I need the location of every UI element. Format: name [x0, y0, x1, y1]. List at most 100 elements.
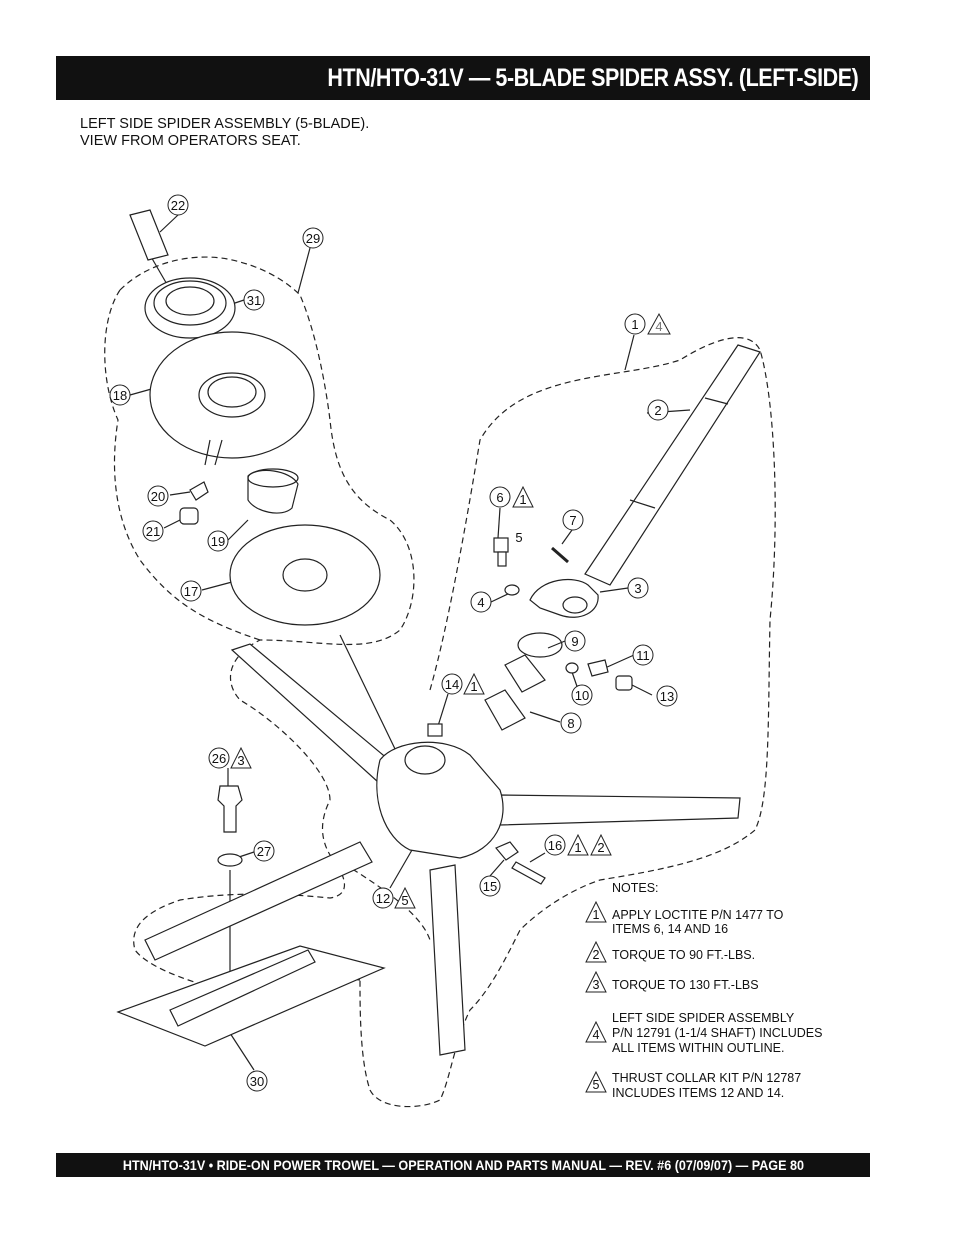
- svg-text:4: 4: [655, 319, 662, 334]
- svg-text:31: 31: [247, 293, 261, 308]
- svg-text:1: 1: [519, 492, 526, 507]
- part-30-blade: [116, 945, 386, 1047]
- note-3-number: 3: [593, 978, 600, 992]
- svg-text:10: 10: [575, 688, 589, 703]
- part-19-sleeve: [247, 469, 299, 514]
- upper-assembly-outline-left: [104, 289, 261, 641]
- note-4-number: 4: [593, 1028, 600, 1042]
- svg-text:12: 12: [376, 891, 390, 906]
- callout-21: 21: [142, 520, 164, 542]
- part-21-cap: [179, 507, 199, 525]
- note-2-line-1: TORQUE TO 90 FT.-LBS.: [612, 948, 755, 962]
- part-20-fitting: [189, 481, 209, 501]
- arm-bottom: [429, 864, 466, 1056]
- part-9-spring: [517, 632, 563, 658]
- callout-4: 4: [470, 591, 492, 613]
- svg-text:7: 7: [569, 513, 576, 528]
- callout-7: 7: [562, 509, 584, 531]
- note-ref-16a: 1: [567, 833, 589, 856]
- part-8-bushing-lower: [484, 689, 526, 731]
- svg-text:1: 1: [574, 840, 581, 855]
- callout-19: 19: [207, 530, 229, 552]
- svg-text:6: 6: [496, 490, 503, 505]
- callout-27: 27: [253, 840, 275, 862]
- svg-text:29: 29: [306, 231, 320, 246]
- page-title: HTN/HTO-31V — 5-BLADE SPIDER ASSY. (LEFT…: [327, 63, 858, 92]
- note-4-line-3: ALL ITEMS WITHIN OUTLINE.: [612, 1041, 784, 1055]
- svg-text:2: 2: [654, 403, 661, 418]
- part-8-bushing-upper: [504, 654, 546, 693]
- footer-bar: HTN/HTO-31V • RIDE-ON POWER TROWEL — OPE…: [56, 1153, 870, 1177]
- part-11-fitting: [587, 659, 609, 677]
- arm-lower-left: [144, 841, 373, 961]
- callout-2: 2: [647, 399, 669, 421]
- callout-20: 20: [147, 485, 169, 507]
- callout-16: 16: [544, 834, 566, 856]
- note-1-triangle: [585, 900, 607, 923]
- part-15-nut: [495, 841, 519, 861]
- part-18-disc: [149, 331, 315, 459]
- callout-17: 17: [180, 580, 202, 602]
- svg-text:9: 9: [571, 634, 578, 649]
- svg-text:5: 5: [515, 530, 522, 545]
- note-4-triangle: [585, 1020, 607, 1043]
- callout-31: 31: [243, 289, 265, 311]
- part-31-seal: [144, 277, 236, 339]
- svg-text:19: 19: [211, 534, 225, 549]
- svg-text:14: 14: [445, 677, 459, 692]
- callout-14: 14: [441, 673, 463, 695]
- note-ref-16b: 2: [590, 833, 612, 856]
- note-2-number: 2: [593, 948, 600, 962]
- intro-line-1: LEFT SIDE SPIDER ASSEMBLY (5-BLADE).: [80, 116, 370, 132]
- svg-text:18: 18: [113, 388, 127, 403]
- svg-text:8: 8: [567, 716, 574, 731]
- footer-text: HTN/HTO-31V • RIDE-ON POWER TROWEL — OPE…: [122, 1157, 804, 1173]
- note-3-line-1: TORQUE TO 130 FT.-LBS: [612, 978, 759, 992]
- svg-text:17: 17: [184, 584, 198, 599]
- note-2-triangle: [585, 940, 607, 963]
- note-ref-1: 4: [647, 312, 671, 335]
- svg-text:22: 22: [171, 198, 185, 213]
- svg-text:15: 15: [483, 879, 497, 894]
- note-5-triangle: [585, 1070, 607, 1093]
- intro-text: LEFT SIDE SPIDER ASSEMBLY (5-BLADE). VIE…: [80, 116, 369, 150]
- note-ref-26: 3: [230, 746, 252, 769]
- callout-26: 26: [208, 747, 230, 769]
- upper-assembly-outline: [119, 256, 431, 941]
- svg-text:20: 20: [151, 489, 165, 504]
- svg-text:3: 3: [634, 581, 641, 596]
- note-ref-12: 5: [394, 886, 416, 909]
- arm-upper-left: [230, 643, 396, 783]
- svg-text:21: 21: [146, 524, 160, 539]
- note-1-line-2: ITEMS 6, 14 AND 16: [612, 922, 728, 936]
- part-22-pin: [129, 209, 169, 261]
- note-5-number: 5: [593, 1078, 600, 1092]
- svg-text:30: 30: [250, 1074, 264, 1089]
- callout-18: 18: [109, 384, 131, 406]
- callout-11: 11: [632, 644, 654, 666]
- callout-10: 10: [571, 684, 593, 706]
- part-2-shaft: [584, 344, 761, 586]
- intro-line-2: VIEW FROM OPERATORS SEAT.: [80, 133, 301, 149]
- svg-text:5: 5: [401, 893, 408, 908]
- svg-text:2: 2: [597, 840, 604, 855]
- part-16-bolt: [511, 861, 546, 885]
- callout-29: 29: [302, 227, 324, 249]
- callout-8: 8: [560, 712, 582, 734]
- svg-text:26: 26: [212, 751, 226, 766]
- part-26-bolt: [217, 785, 243, 833]
- part-7-pin: [551, 546, 569, 564]
- note-5-line-1: THRUST COLLAR KIT P/N 12787: [612, 1071, 801, 1085]
- part-6-bolt: [493, 537, 509, 553]
- part-3-clamp: [529, 578, 599, 618]
- part-13-cap: [615, 675, 633, 691]
- callout-9: 9: [564, 630, 586, 652]
- callout-6: 6: [489, 486, 511, 508]
- part-10-washer: [565, 662, 579, 674]
- svg-text:1: 1: [631, 317, 638, 332]
- callout-3: 3: [627, 577, 649, 599]
- part-14-nut: [427, 723, 443, 737]
- callout-30: 30: [246, 1070, 268, 1092]
- note-5-line-2: INCLUDES ITEMS 12 AND 14.: [612, 1086, 784, 1100]
